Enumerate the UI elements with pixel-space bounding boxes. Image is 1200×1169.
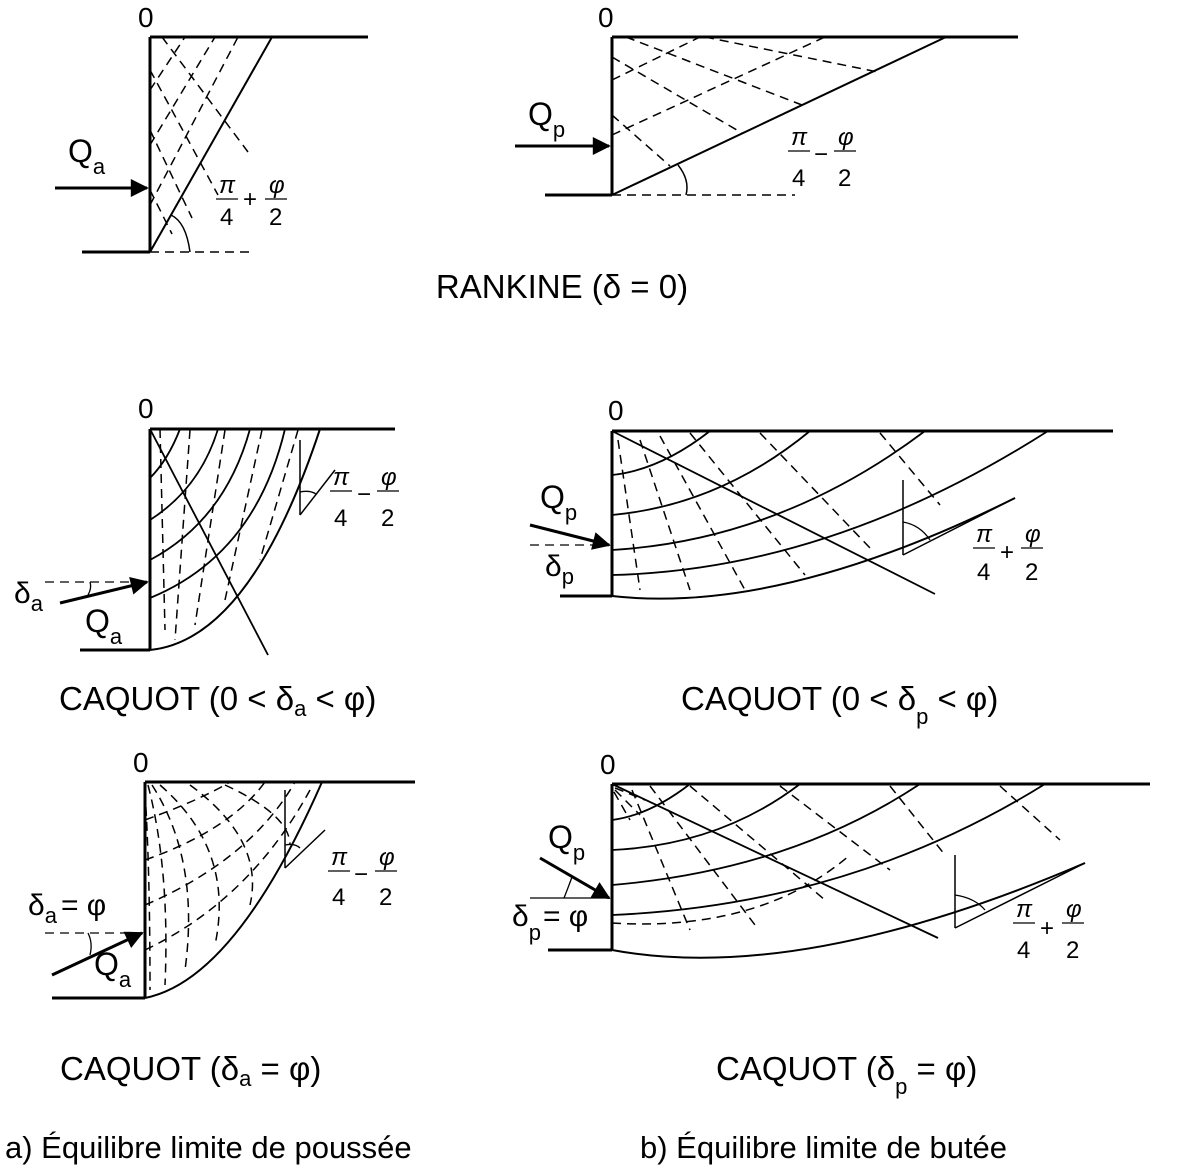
origin-label: 0 [608, 395, 624, 426]
svg-text:4: 4 [332, 884, 345, 911]
svg-text:−: − [357, 481, 371, 508]
svg-text:+: + [243, 186, 257, 213]
title-caquot-passive: CAQUOT (0 < δp < φ) [681, 680, 998, 729]
svg-text:π: π [219, 172, 236, 199]
svg-text:4: 4 [792, 165, 805, 192]
svg-text:2: 2 [1025, 559, 1038, 586]
slip-lines [611, 785, 1061, 931]
slip-lines [611, 36, 879, 167]
force-label-qp: Qp [540, 479, 577, 525]
svg-text:φ: φ [379, 844, 395, 871]
force-label-qa: Qa [85, 603, 123, 649]
svg-text:φ: φ [381, 464, 397, 491]
svg-text:φ: φ [269, 172, 285, 199]
origin-label: 0 [133, 747, 149, 778]
panel-rankine-active: 0 Qa π 4 + φ 2 [55, 2, 368, 254]
svg-text:φ: φ [1025, 521, 1041, 548]
svg-text:π: π [1016, 896, 1033, 923]
panel-caquot-passive: 0 Qp δp π 4 + φ 2 [529, 395, 1113, 600]
slip-arcs [149, 428, 286, 599]
svg-text:π: π [331, 844, 348, 871]
svg-text:−: − [354, 861, 368, 888]
angle-label-active: π 4 + φ 2 [973, 521, 1043, 586]
force-label-qp: Qp [528, 96, 565, 142]
origin-label: 0 [138, 393, 154, 424]
delta-label-a: δa [14, 577, 44, 616]
svg-text:+: + [1000, 539, 1014, 566]
title-rankine: RANKINE (δ = 0) [436, 268, 688, 305]
delta-eq-label-a: δa= φ [28, 889, 106, 928]
angle-label-passive: π 4 − φ 2 [328, 844, 397, 911]
svg-text:4: 4 [334, 505, 347, 532]
svg-text:φ: φ [1066, 896, 1082, 923]
angle-label-active: π 4 + φ 2 [216, 172, 287, 231]
title-caquot-active-phi: CAQUOT (δa = φ) [60, 1050, 321, 1091]
svg-text:−: − [814, 141, 828, 168]
origin-label: 0 [138, 2, 154, 33]
slip-lines [159, 428, 299, 641]
force-label-qp: Qp [548, 819, 585, 865]
svg-text:φ: φ [838, 124, 854, 151]
slip-lines [144, 781, 311, 991]
slip-lines [617, 432, 941, 591]
slip-lines [149, 36, 249, 235]
svg-text:4: 4 [220, 204, 233, 231]
svg-text:π: π [333, 464, 350, 491]
panel-caquot-active: 0 δa Qa π 4 − φ 2 [14, 393, 399, 656]
svg-text:2: 2 [838, 165, 851, 192]
svg-text:2: 2 [381, 505, 394, 532]
svg-text:2: 2 [1066, 937, 1079, 964]
footer-caption-left: a) Équilibre limite de poussée [5, 1130, 412, 1165]
origin-label: 0 [600, 749, 616, 780]
slip-arcs [611, 783, 1046, 916]
origin-label: 0 [598, 2, 614, 33]
angle-label-passive: π 4 − φ 2 [788, 124, 856, 192]
angle-label-active: π 4 + φ 2 [1013, 896, 1084, 964]
title-caquot-passive-phi: CAQUOT (δp = φ) [716, 1050, 977, 1099]
svg-text:2: 2 [379, 884, 392, 911]
slip-arcs [611, 430, 1049, 576]
svg-text:π: π [976, 521, 993, 548]
svg-text:4: 4 [977, 559, 990, 586]
svg-text:+: + [1040, 915, 1054, 942]
svg-text:π: π [791, 124, 808, 151]
delta-label-p: δp [545, 550, 574, 589]
panel-rankine-passive: 0 Qp π 4 − φ 2 [515, 2, 1018, 197]
panel-caquot-passive-phi: 0 Qp δp= φ π 4 + φ 2 [512, 749, 1150, 964]
footer-caption-right: b) Équilibre limite de butée [640, 1130, 1007, 1165]
svg-text:2: 2 [269, 204, 282, 231]
angle-label-passive: π 4 − φ 2 [330, 464, 399, 532]
force-label-qa: Qa [68, 133, 106, 179]
svg-text:4: 4 [1017, 937, 1030, 964]
title-caquot-active: CAQUOT (0 < δa < φ) [59, 680, 376, 721]
force-label-qa: Qa [94, 946, 132, 992]
panel-caquot-active-phi: 0 δa= φ Qa π 4 − φ 2 [28, 747, 415, 1000]
delta-eq-label-p: δp= φ [512, 900, 588, 945]
